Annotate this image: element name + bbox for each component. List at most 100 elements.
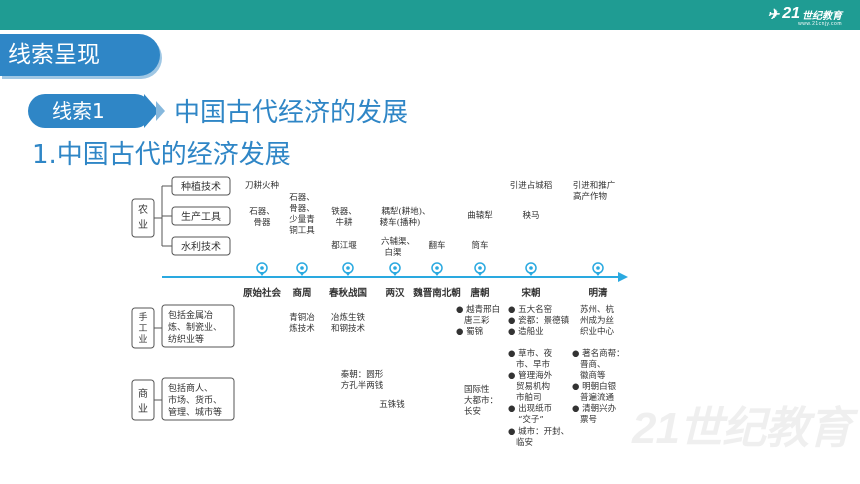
note-han-water: 白渠 <box>384 247 402 258</box>
comm-desc: 包括商人、 <box>168 382 213 394</box>
era-label: 魏晋南北朝 <box>412 287 461 299</box>
note-ming-craft: 州成为丝 <box>580 315 615 326</box>
brand-logo: ✈ 21 世纪教育 www.21cnjy.com <box>767 3 842 27</box>
pin-icon <box>296 262 308 276</box>
era-label: 宋朝 <box>520 287 540 299</box>
pin-icon <box>525 262 537 276</box>
note-ming-comm: ● 清朝兴办 <box>572 403 617 414</box>
comm-desc: 市场、货币、 <box>168 394 222 406</box>
note-song-comm: ● 出现纸币 <box>508 403 552 414</box>
timeline-labels: 原始社会 商周 春秋战国 两汉 魏晋南北朝 唐朝 宋朝 明清 <box>243 287 608 299</box>
pin-icon <box>256 262 268 276</box>
era-label: 唐朝 <box>470 287 489 299</box>
era-label: 商周 <box>292 287 311 299</box>
note-primitive-tool: 骨器 <box>253 218 271 228</box>
note-song-craft2: ● 瓷都：景德镇 <box>508 315 570 326</box>
handicraft-notes: 青铜冶 炼技术 冶炼生铁 和钢技术 ● 越青邢白 唐三彩 ● 蜀锦 ● 五大名窑… <box>289 304 614 337</box>
note-shang-tool: 石器、 <box>289 193 315 203</box>
note-ming-comm: 晋商、 <box>580 359 606 370</box>
top-bar: ✈ 21 世纪教育 www.21cnjy.com <box>0 0 860 30</box>
era-label: 两汉 <box>385 287 405 299</box>
note-ming-plant: 引进和推广 <box>573 180 616 191</box>
comm-category-char: 商 <box>138 387 148 400</box>
page-subtitle: 1.中国古代的经济发展 <box>32 140 291 170</box>
watermark-logo: 21世纪教育 <box>632 404 852 453</box>
note-chunqiu-tool: 牛耕 <box>335 217 353 228</box>
note-shang-tool: 骨器、 <box>289 204 315 214</box>
note-han-tool: 耦犁(耕地)、 <box>381 206 430 217</box>
craft-desc: 包括金属冶 <box>168 309 213 321</box>
agri-item-box <box>171 206 231 226</box>
note-tang-craft: ● 越青邢白 <box>456 304 500 315</box>
note-tang-comm: 国际性 <box>464 384 490 395</box>
timeline-markers <box>256 262 604 276</box>
logo-url: www.21cnjy.com <box>798 21 842 27</box>
agri-item-water: 水利技术 <box>181 240 221 253</box>
note-ming-plant: 高产作物 <box>573 191 608 202</box>
pin-icon <box>342 262 354 276</box>
note-han-water: 六辅渠、 <box>381 236 415 247</box>
note-primitive-plant: 刀耕火种 <box>245 180 279 191</box>
logo-number: 21 <box>782 5 800 22</box>
agri-category-char1: 农 <box>138 203 148 216</box>
note-song-comm: 贸易机构 <box>516 381 550 392</box>
logo-text: 世纪教育 <box>802 10 842 22</box>
note-song-craft3: ● 造船业 <box>508 326 544 337</box>
note-tang-comm: 大都市： <box>464 395 498 406</box>
note-song-comm: ● 管理海外 <box>508 370 553 381</box>
note-ming-comm: ● 著名商帮： <box>572 348 625 359</box>
section-tag: 线索呈现 <box>0 34 160 76</box>
agri-item-box <box>171 176 231 196</box>
comm-desc: 管理、城市等 <box>168 406 222 418</box>
note-tang-tool: 曲辕犁 <box>467 210 493 221</box>
note-ming-comm: ● 明朝白银 <box>572 381 617 392</box>
note-ming-comm: 票号 <box>580 415 597 425</box>
timeline-arrowhead-icon <box>618 272 628 282</box>
clue-title: 中国古代经济的发展 <box>174 98 409 128</box>
note-song-comm: 市、早市 <box>516 359 551 370</box>
note-han-tool: 耧车(播种) <box>380 217 421 228</box>
clue-label: 线索1 <box>28 94 152 128</box>
note-tang-water: 筒车 <box>471 240 488 251</box>
era-label: 明清 <box>588 287 608 299</box>
note-ming-comm: 普遍流通 <box>580 392 615 403</box>
note-ming-craft: 织业中心 <box>580 326 615 337</box>
note-song-comm: ● 城市：开封、 <box>508 426 569 437</box>
note-chunqiu-tool: 铁器、 <box>331 206 357 217</box>
agri-item-plant: 种植技术 <box>181 180 221 193</box>
runner-icon: ✈ <box>767 5 780 22</box>
note-shang-craft: 炼技术 <box>289 323 315 334</box>
note-ming-craft: 苏州、杭 <box>580 304 615 315</box>
pin-icon <box>431 262 443 276</box>
note-song-comm: 临安 <box>516 437 533 448</box>
pin-icon <box>389 262 401 276</box>
craft-desc: 炼、制瓷业、 <box>168 321 222 333</box>
note-song-comm: “交子” <box>518 414 544 425</box>
pill-arrow-secondary-icon <box>156 101 165 121</box>
pill-arrow-icon <box>144 94 159 128</box>
note-ming-comm: 徽商等 <box>580 370 606 381</box>
note-shang-craft: 青铜冶 <box>289 312 315 323</box>
craft-category-char: 业 <box>138 334 147 345</box>
era-label: 原始社会 <box>243 287 282 299</box>
note-shang-tool: 铜工具 <box>289 225 315 236</box>
comm-category-char: 业 <box>138 403 148 415</box>
note-song-tool: 秧马 <box>522 210 539 221</box>
note-wei-water: 翻车 <box>428 240 445 251</box>
pin-icon <box>474 262 486 276</box>
note-han-comm: 五铢钱 <box>379 399 405 410</box>
note-tang-craft: 唐三彩 <box>464 315 490 326</box>
note-song-comm: 市舶司 <box>516 392 542 403</box>
note-chunqiu-water: 都江堰 <box>331 240 357 251</box>
agri-bracket <box>154 185 172 247</box>
craft-desc-box <box>161 304 235 348</box>
note-primitive-tool: 石器、 <box>249 207 275 217</box>
craft-category-char: 手 <box>138 311 147 323</box>
note-song-craft: ● 五大名窑 <box>508 304 552 315</box>
note-chunqiu-craft: 和钢技术 <box>331 323 366 334</box>
note-tang-craft2: ● 蜀锦 <box>456 326 483 337</box>
note-song-plant: 引进占城稻 <box>510 180 553 191</box>
agri-category-char2: 业 <box>138 219 148 231</box>
pin-icon <box>592 262 604 276</box>
